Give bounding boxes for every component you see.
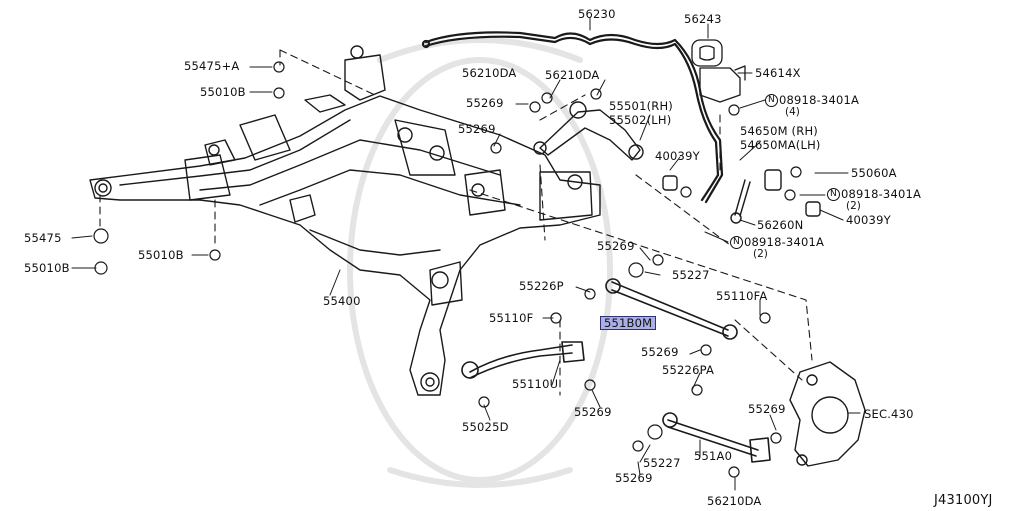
- label-sec-430: SEC.430: [864, 407, 914, 421]
- label-54650ma: 54650MA(LH): [740, 138, 821, 152]
- label-40039y-a: 40039Y: [655, 149, 700, 163]
- label-55269-c: 55269: [597, 239, 635, 253]
- label-55226p: 55226P: [519, 279, 564, 293]
- label-08918-c-text: 08918-3401A: [744, 235, 825, 249]
- circle-n-marker: N: [730, 236, 743, 249]
- label-08918-b-qty: (2): [846, 200, 861, 212]
- axle-housing: [789, 361, 866, 467]
- label-56210da-b: 56210DA: [545, 68, 600, 82]
- label-55110fa: 55110FA: [716, 289, 768, 303]
- label-55010b-mid: 55010B: [138, 248, 184, 262]
- label-55010b-top: 55010B: [200, 85, 246, 99]
- label-55025d: 55025D: [462, 420, 509, 434]
- circle-n-marker: N: [765, 94, 778, 107]
- lower-links: [461, 278, 771, 463]
- label-55400: 55400: [323, 294, 361, 308]
- label-56210da-c: 56210DA: [707, 494, 762, 508]
- label-55269-b: 55269: [458, 122, 496, 136]
- label-55475: 55475: [24, 231, 62, 245]
- rear-subframe: [89, 45, 601, 396]
- label-55226pa: 55226PA: [662, 363, 715, 377]
- label-55110f: 55110F: [489, 311, 534, 325]
- label-56260n: 56260N: [757, 218, 804, 232]
- label-55110u: 55110U: [512, 377, 559, 391]
- label-55502: 55502(LH): [609, 113, 672, 127]
- label-56230: 56230: [578, 7, 616, 21]
- label-55227-b: 55227: [643, 456, 681, 470]
- label-55269-a: 55269: [466, 96, 504, 110]
- label-55269-g: 55269: [615, 471, 653, 485]
- label-08918-b-text: 08918-3401A: [841, 187, 922, 201]
- label-55501: 55501(RH): [609, 99, 673, 113]
- upper-link: [533, 101, 644, 161]
- fasteners: [93, 61, 802, 478]
- diagram-code: J43100YJ: [934, 493, 993, 508]
- stabilizer-bushing: [691, 39, 746, 103]
- stabilizer-bar: [421, 31, 724, 204]
- watermark: [347, 37, 613, 488]
- label-55475-a: 55475+A: [184, 59, 240, 73]
- label-55269-d: 55269: [641, 345, 679, 359]
- label-55060a: 55060A: [851, 166, 897, 180]
- label-40039y-b: 40039Y: [846, 213, 891, 227]
- label-56243: 56243: [684, 12, 722, 26]
- label-56210da-a: 56210DA: [462, 66, 517, 80]
- label-551a0: 551A0: [694, 449, 733, 463]
- label-08918-a-text: 08918-3401A: [779, 93, 860, 107]
- label-55269-e: 55269: [574, 405, 612, 419]
- label-55227-a: 55227: [672, 268, 710, 282]
- label-55010b-low: 55010B: [24, 261, 70, 275]
- leader-lines: [99, 49, 813, 396]
- stabilizer-link: [662, 169, 821, 224]
- label-08918-a-qty: (4): [785, 106, 800, 118]
- label-55269-f: 55269: [748, 402, 786, 416]
- circle-n-marker: N: [827, 188, 840, 201]
- label-54650m: 54650M (RH): [740, 124, 818, 138]
- label-08918-c-qty: (2): [753, 248, 768, 260]
- label-54614x: 54614X: [755, 66, 801, 80]
- label-551b0m-highlighted[interactable]: 551B0M: [600, 316, 657, 330]
